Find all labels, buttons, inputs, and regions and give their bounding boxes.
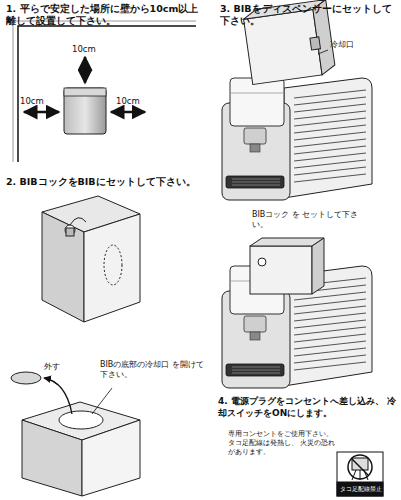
callout-text: 冷却口 [330,40,390,50]
note-text: 専用コンセントをご使用下さい。タコ足配線は発熱し、 火災の恐れがあります。 [228,430,336,457]
leader-line [318,50,328,54]
removed-cap [11,372,72,414]
bib-box-open [22,402,140,496]
callout-text: 外す [44,362,74,372]
bib-box [42,196,140,322]
leader-line [92,388,112,414]
step-text: 2. BIBコックをBIBにセットして下さい。 [6,176,211,188]
machine-top-view [64,88,106,134]
dispenser [222,78,372,200]
warning-text: タコ足配線禁止 [337,484,385,494]
dimension: 10cm [20,96,60,107]
dimension: 10cm [116,96,156,107]
note-text: BIBの底部の冷却口 を開けて下さい。 [100,360,210,381]
callout-text: BIBコック を セットして下さい。 [252,210,362,231]
step-text: 4. 電源プラグをコンセントへ差し込み、 冷却スイッチをONにします。 [218,396,400,419]
step-text: 1. 平らで安定した場所に壁から10cm以上 離して設置して下さい。 [6,3,211,28]
bib-box-set [250,238,324,294]
wall-corner [13,21,196,162]
step-text: 3. BIBをディスペンサーにセットして下さい。 [220,3,400,28]
dimension: 10cm [72,44,112,55]
